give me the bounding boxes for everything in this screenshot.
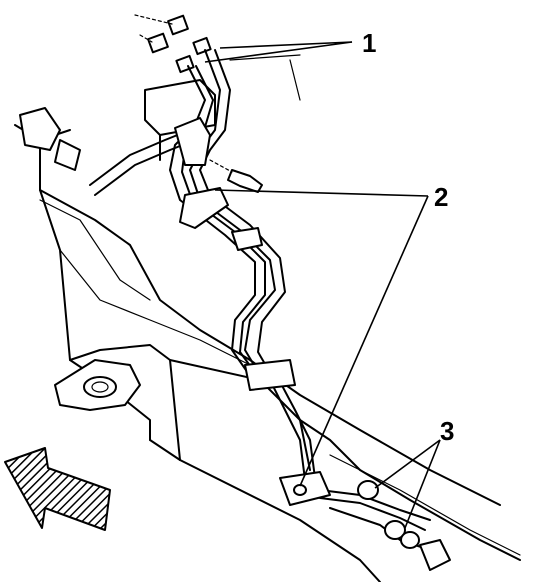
callout-1: 1 — [362, 28, 376, 58]
brake-lines — [89, 49, 431, 551]
callout-2: 2 — [434, 182, 448, 212]
left-connector — [19, 107, 81, 171]
lower-brake-fittings — [357, 480, 451, 571]
callout-leaders — [204, 41, 441, 529]
bracket-bolt — [209, 159, 263, 193]
frame-mount-tab — [54, 359, 141, 411]
forward-arrow-icon — [4, 447, 111, 531]
callout-3: 3 — [440, 416, 454, 446]
brake-line-brackets — [174, 117, 331, 506]
upper-brake-fittings — [134, 14, 212, 74]
